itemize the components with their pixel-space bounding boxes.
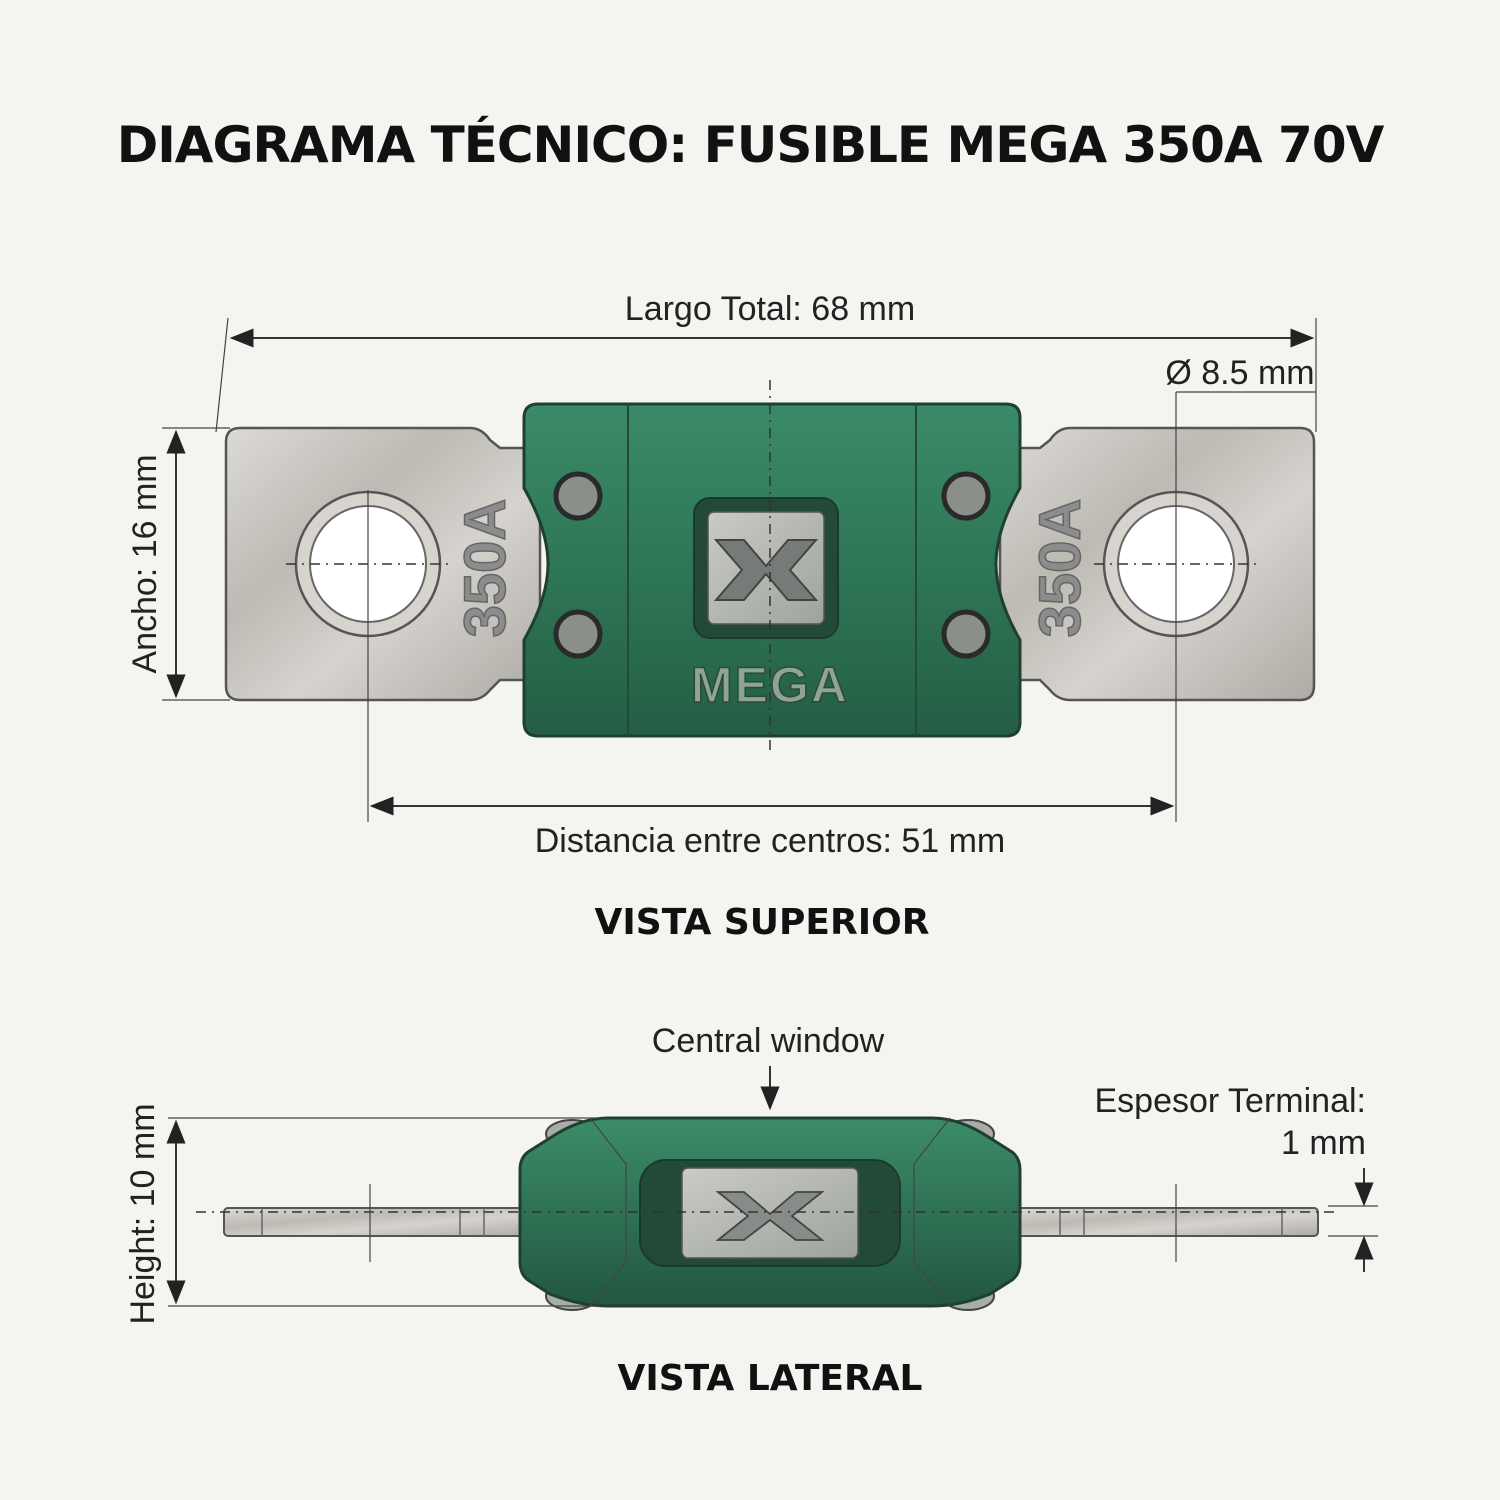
dim-total-length-label: Largo Total: 68 mm: [625, 290, 915, 328]
dim-width-label: Ancho: 16 mm: [126, 454, 164, 673]
dim-terminal-thickness-label-1: Espesor Terminal:: [1095, 1082, 1367, 1120]
central-window-label: Central window: [652, 1022, 885, 1060]
dim-center-distance-label: Distancia entre centros: 51 mm: [535, 822, 1006, 860]
fuse-element-icon: [713, 539, 819, 601]
top-view-label: VISTA SUPERIOR: [595, 902, 930, 943]
diagram-title: DIAGRAMA TÉCNICO: FUSIBLE MEGA 350A 70V: [117, 115, 1385, 174]
side-fuse-element-icon: [715, 1191, 825, 1241]
rivets: [553, 471, 991, 659]
dim-height-label: Height: 10 mm: [124, 1103, 162, 1324]
side-view-label: VISTA LATERAL: [617, 1358, 922, 1399]
top-view: Largo Total: 68 mm 350A 350A MEGA: [126, 290, 1317, 943]
side-view: Central window Height: 10 mm Espesor: [124, 1022, 1378, 1399]
dim-terminal-thickness-label-2: 1 mm: [1281, 1124, 1366, 1162]
mega-label: MEGA: [691, 657, 849, 713]
right-terminal-stamp: 350A: [1028, 499, 1093, 638]
dim-hole-diameter-label: Ø 8.5 mm: [1165, 354, 1314, 392]
left-terminal-stamp: 350A: [453, 499, 518, 638]
